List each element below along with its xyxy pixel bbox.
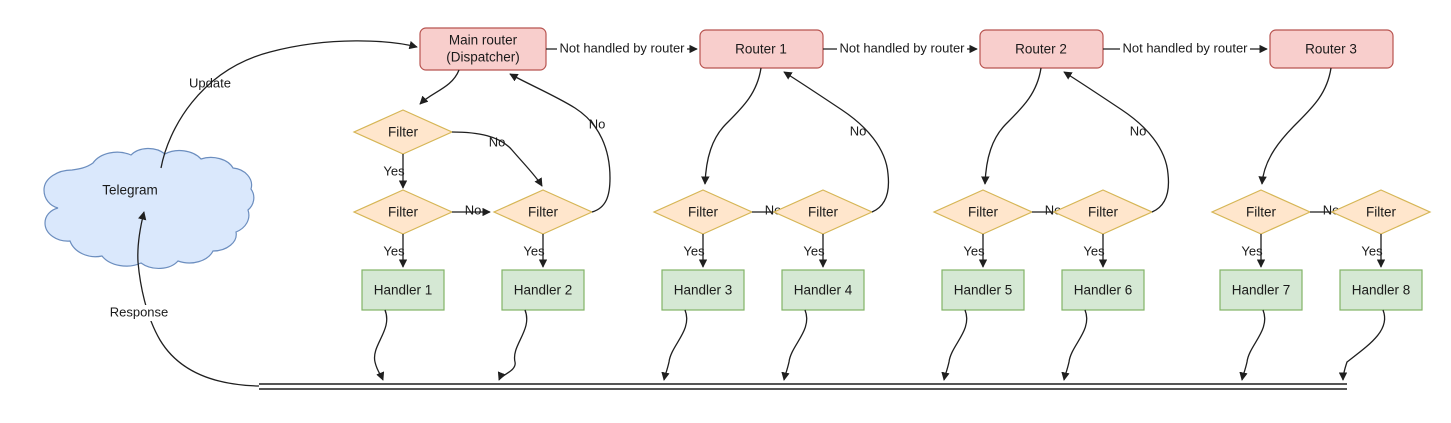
filter-6-label: Filter (968, 205, 999, 220)
handler-4-shape (781, 269, 865, 311)
edge-label-bg-3 (1120, 41, 1250, 57)
edge-update (160, 40, 418, 169)
node-filter-5[interactable]: Filter (772, 189, 874, 235)
edge-label-not-handled-1: Not handled by router (559, 40, 685, 55)
router-1-label: Router 1 (735, 42, 787, 57)
edge-handler8-to-collector (1338, 309, 1386, 381)
edge-router3-to-filter8 (1258, 67, 1332, 185)
node-handler-4[interactable]: Handler 4 (781, 269, 865, 311)
edge-filter1-no (451, 131, 543, 187)
router-3-shape (1269, 29, 1394, 69)
handler-2-label: Handler 2 (514, 283, 573, 298)
handler-1-shape (361, 269, 445, 311)
handler-4-label: Handler 4 (794, 283, 853, 298)
edge-label-bg-2 (837, 41, 967, 57)
router-2-label: Router 2 (1015, 42, 1067, 57)
edge-handler4-to-collector (781, 309, 808, 381)
node-filter-9[interactable]: Filter (1330, 189, 1432, 235)
handler-2-shape (501, 269, 585, 311)
filter-9-label: Filter (1366, 205, 1397, 220)
filter-5-label: Filter (808, 205, 839, 220)
edge-label-no-7: No (1130, 123, 1147, 138)
edge-filter7-no-return (1063, 71, 1170, 213)
edge-router1-to-filter4 (701, 67, 762, 185)
node-filter-6[interactable]: Filter (932, 189, 1034, 235)
node-handler-1[interactable]: Handler 1 (361, 269, 445, 311)
edge-label-yes-7: Yes (1083, 243, 1105, 258)
node-handler-7[interactable]: Handler 7 (1219, 269, 1303, 311)
edge-label-not-handled-2: Not handled by router (839, 40, 965, 55)
node-filter-8[interactable]: Filter (1210, 189, 1312, 235)
edge-label-response: Response (110, 304, 169, 319)
node-router-1[interactable]: Router 1 (699, 29, 824, 69)
edge-label-not-handled-3: Not handled by router (1122, 40, 1248, 55)
node-filter-4[interactable]: Filter (652, 189, 754, 235)
node-handler-6[interactable]: Handler 6 (1061, 269, 1145, 311)
node-handler-2[interactable]: Handler 2 (501, 269, 585, 311)
filter-8-label: Filter (1246, 205, 1277, 220)
node-router-2[interactable]: Router 2 (979, 29, 1104, 69)
node-filter-7[interactable]: Filter (1052, 189, 1154, 235)
handler-6-label: Handler 6 (1074, 283, 1133, 298)
node-filter-2[interactable]: Filter (352, 189, 454, 235)
edge-label-no-3: No (589, 116, 606, 131)
handler-7-label: Handler 7 (1232, 283, 1291, 298)
handler-5-shape (941, 269, 1025, 311)
edge-mainrouter-to-filter1 (419, 69, 460, 105)
filter-7-label: Filter (1088, 205, 1119, 220)
handler-5-label: Handler 5 (954, 283, 1013, 298)
handler-8-shape (1339, 269, 1423, 311)
edge-handler2-to-collector (497, 309, 528, 381)
edge-label-yes-3: Yes (523, 243, 545, 258)
filter-2-label: Filter (388, 205, 419, 220)
edge-label-yes-2: Yes (383, 243, 405, 258)
edge-label-yes-1: Yes (383, 163, 405, 178)
node-router-3[interactable]: Router 3 (1269, 29, 1394, 69)
edge-handler7-to-collector (1239, 309, 1266, 381)
telegram-label: Telegram (102, 183, 158, 198)
edge-handler6-to-collector (1061, 309, 1088, 381)
main-router-label-line1: Main router (449, 33, 518, 48)
edge-label-update: Update (189, 75, 231, 90)
node-handler-8[interactable]: Handler 8 (1339, 269, 1423, 311)
edge-label-no-1: No (489, 134, 506, 149)
edge-router2-to-filter6 (981, 67, 1042, 185)
edge-label-yes-9: Yes (1361, 243, 1383, 258)
edge-handler5-to-collector (941, 309, 968, 381)
handler-6-shape (1061, 269, 1145, 311)
handler-1-label: Handler 1 (374, 283, 433, 298)
edge-label-no-2: No (465, 202, 482, 217)
node-handler-5[interactable]: Handler 5 (941, 269, 1025, 311)
handler-3-shape (661, 269, 745, 311)
main-router-label-line2: (Dispatcher) (446, 50, 520, 65)
edge-label-bg-response (103, 305, 175, 321)
edge-label-no-5: No (850, 123, 867, 138)
filter-4-label: Filter (688, 205, 719, 220)
handler-8-label: Handler 8 (1352, 283, 1411, 298)
edge-handler3-to-collector (661, 309, 688, 381)
edge-filter5-no-return (783, 71, 890, 213)
node-filter-3[interactable]: Filter (492, 189, 594, 235)
edge-filter3-no-return (509, 73, 611, 213)
edge-label-yes-4: Yes (683, 243, 705, 258)
edge-label-yes-8: Yes (1241, 243, 1263, 258)
edge-handler1-to-collector (373, 309, 388, 381)
edge-label-yes-5: Yes (803, 243, 825, 258)
handler-7-shape (1219, 269, 1303, 311)
filter-1-label: Filter (388, 125, 419, 140)
telegram-cloud-node[interactable]: Telegram (43, 147, 255, 269)
node-handler-3[interactable]: Handler 3 (661, 269, 745, 311)
node-main-router[interactable]: Main router (Dispatcher) (419, 27, 547, 71)
router-3-label: Router 3 (1305, 42, 1357, 57)
node-filter-1[interactable]: Filter (352, 109, 454, 155)
edge-label-bg-1 (557, 41, 687, 57)
edge-label-yes-6: Yes (963, 243, 985, 258)
cloud-shape (43, 147, 255, 269)
filter-3-label: Filter (528, 205, 559, 220)
handler-3-label: Handler 3 (674, 283, 733, 298)
